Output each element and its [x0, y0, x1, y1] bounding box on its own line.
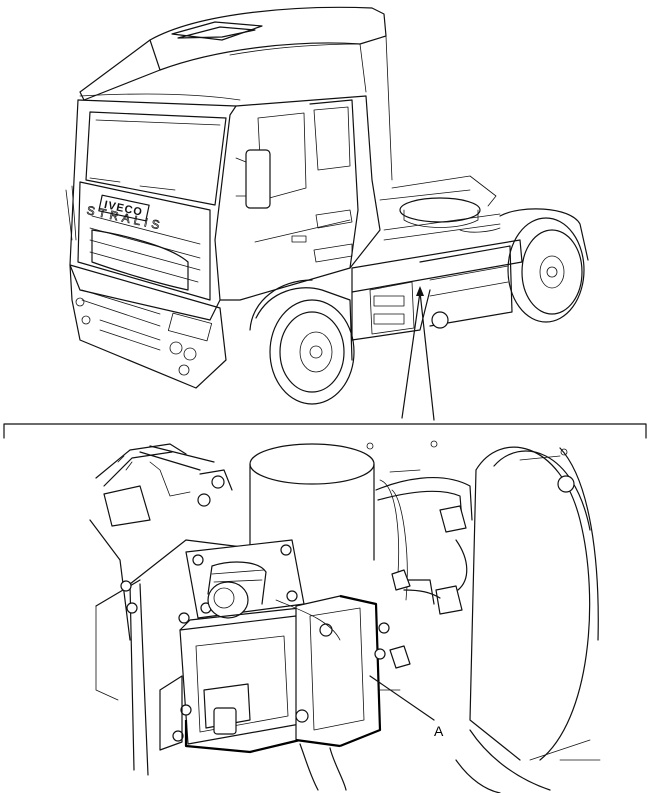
- truck-overview: IVECO STRALIS: [65, 6, 589, 421]
- callout-a-label: A: [434, 723, 444, 739]
- valve-bracket: [185, 539, 305, 619]
- chassis: [351, 175, 523, 341]
- cab-body: [69, 95, 381, 321]
- detail-view: A: [89, 440, 601, 793]
- air-lines: [375, 477, 473, 615]
- front-grille: IVECO STRALIS: [65, 181, 211, 301]
- callout-a-leader: [369, 675, 435, 721]
- front-bumper: [69, 264, 227, 389]
- control-valve: [159, 607, 301, 754]
- side-mirror: [235, 149, 271, 209]
- windshield: [79, 93, 241, 206]
- detail-rivets: [366, 440, 601, 761]
- mounting-plate: [95, 539, 251, 776]
- rear-wheel: [499, 208, 589, 323]
- leader-lines: [401, 286, 435, 421]
- detail-wheel: [455, 446, 599, 793]
- leader-arrow-head: [416, 286, 424, 296]
- dryer-canister: [249, 443, 408, 601]
- component-a-box: [295, 594, 411, 748]
- wiring: [275, 599, 347, 791]
- cab-roof: [79, 6, 393, 181]
- detail-bracket: [3, 423, 647, 439]
- detail-pipes: [89, 443, 233, 641]
- front-wheel: [249, 279, 355, 405]
